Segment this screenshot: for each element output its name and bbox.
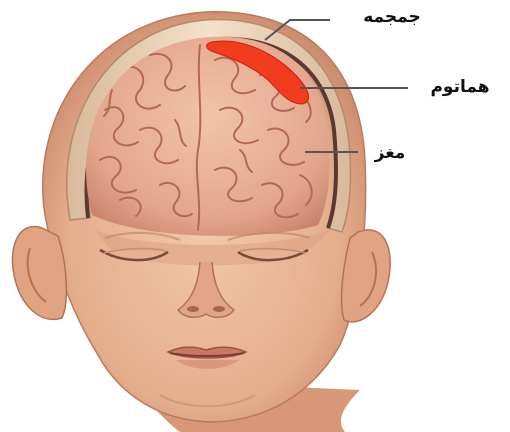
brain-label: مغز [374, 143, 406, 163]
left-ear [12, 226, 66, 319]
skull-label: جمجمه [363, 7, 421, 27]
hematoma-label: هماتوم [430, 77, 489, 97]
right-ear [342, 230, 391, 322]
